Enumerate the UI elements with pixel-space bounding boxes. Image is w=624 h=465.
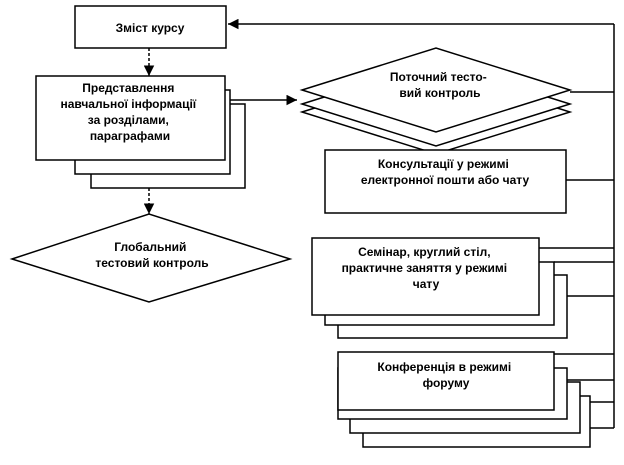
consultations-label: Консультації у режимі електронної пошти … — [361, 157, 530, 187]
conference-label: Конференція в режимі форуму — [377, 360, 514, 390]
presentation-label: Представлення навчальної інформації за р… — [60, 81, 199, 143]
seminar-line: чату — [413, 277, 440, 291]
global-test-line: Глобальний — [114, 240, 186, 254]
seminar-label: Семінар, круглий стіл, практичне заняття… — [342, 245, 511, 291]
current-test-label: Поточний тесто- вий контроль — [390, 70, 490, 100]
consultations-box — [324, 149, 567, 214]
current-test-diamond — [299, 47, 573, 133]
global-test-diamond — [9, 213, 293, 303]
current-test-line: вий контроль — [399, 86, 480, 100]
conference-line: форуму — [423, 376, 470, 390]
course-content-box — [74, 5, 227, 49]
seminar-line: практичне заняття у режимі — [342, 261, 508, 275]
conference-line: Конференція в режимі — [377, 360, 511, 374]
conference-box — [337, 351, 555, 411]
presentation-line: параграфами — [90, 129, 170, 143]
presentation-box — [35, 75, 226, 161]
consultations-line: електронної пошти або чату — [361, 173, 530, 187]
global-test-label: Глобальний тестовий контроль — [95, 240, 208, 270]
presentation-line: Представлення — [82, 81, 174, 95]
presentation-line: навчальної інформації — [60, 97, 196, 111]
seminar-line: Семінар, круглий стіл, — [358, 245, 490, 259]
global-test-line: тестовий контроль — [95, 256, 208, 270]
connectors — [228, 18, 615, 429]
presentation-line: за розділами, — [88, 113, 169, 127]
consultations-line: Консультації у режимі — [378, 157, 509, 171]
course-content-line: Зміст курсу — [116, 21, 185, 35]
current-test-line: Поточний тесто- — [390, 70, 487, 84]
course-content-label: Зміст курсу — [116, 21, 185, 35]
seminar-box — [311, 237, 540, 316]
